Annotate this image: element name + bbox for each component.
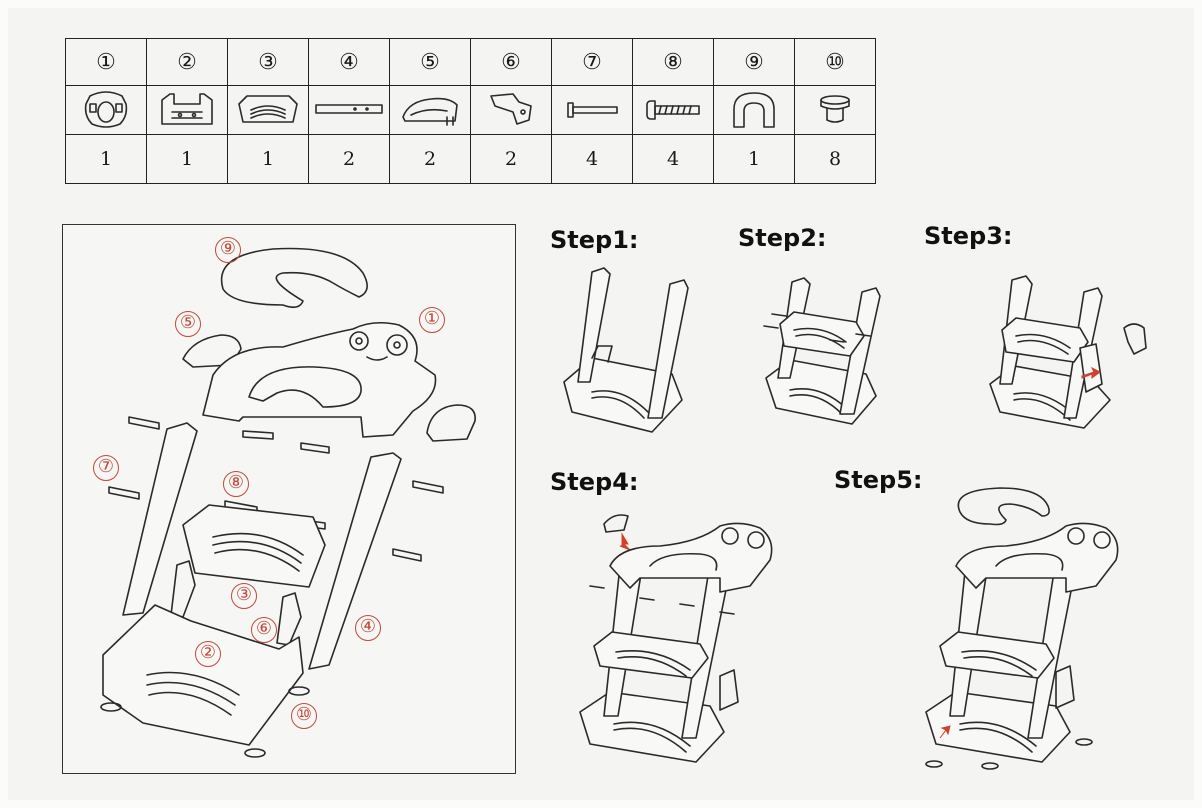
step1-title: Step1: — [550, 226, 639, 254]
seat-ring-hole — [248, 366, 362, 408]
part-number: ⑩ — [794, 38, 876, 86]
callout-8: ⑧ — [223, 471, 249, 497]
pin-part — [412, 480, 444, 494]
part-picture-row — [65, 85, 876, 135]
seat-ring-icon — [84, 91, 128, 128]
part-number: ① — [65, 38, 147, 86]
callout-3: ③ — [231, 583, 257, 609]
step-platform-icon — [238, 95, 298, 123]
screw-icon — [646, 100, 700, 120]
step1-drawing — [563, 267, 689, 433]
seat-frame-icon — [161, 93, 213, 125]
cushion-part — [220, 247, 368, 309]
exploded-drawing — [100, 247, 476, 758]
seat-frame-part — [102, 604, 304, 746]
part-quantity: 8 — [794, 134, 876, 184]
foot-pad-part — [100, 702, 122, 712]
bracket-icon — [490, 93, 532, 125]
seat-ring-part — [202, 321, 437, 438]
step5-drawing — [925, 487, 1119, 770]
pin-part — [128, 416, 160, 430]
part-number: ④ — [308, 38, 390, 86]
callout-10: ⑩ — [291, 703, 317, 729]
bracket-left-part — [170, 560, 196, 618]
part-quantity: 1 — [65, 134, 147, 184]
part-number: ③ — [227, 38, 309, 86]
foot-pad-part — [288, 686, 310, 696]
part-quantity: 2 — [389, 134, 471, 184]
step2-drawing — [763, 277, 881, 425]
step5-title: Step5: — [834, 466, 923, 494]
callout-1: ① — [419, 307, 445, 333]
callout-6: ⑥ — [251, 617, 277, 643]
part-number: ⑦ — [551, 38, 633, 86]
bracket-right-part — [276, 592, 302, 646]
armrest-cover-icon — [402, 97, 458, 126]
callout-9: ⑨ — [215, 237, 241, 263]
part-number: ② — [146, 38, 228, 86]
step4-title: Step4: — [550, 468, 639, 496]
frog-eye-right — [386, 334, 408, 356]
foot-pad-part — [244, 748, 266, 758]
screw-part — [242, 430, 274, 440]
step-platform-part — [182, 504, 326, 588]
part-quantity: 4 — [632, 134, 714, 184]
side-rail-right-part — [308, 452, 402, 670]
part-number: ⑧ — [632, 38, 714, 86]
part-quantity: 1 — [713, 134, 795, 184]
step3-drawing — [989, 275, 1147, 429]
step2-title: Step2: — [738, 224, 827, 252]
pin-part — [392, 548, 422, 562]
callout-2: ② — [195, 641, 221, 667]
quantity-row: 1 1 1 2 2 2 4 4 1 8 — [65, 134, 876, 184]
part-quantity: 1 — [227, 134, 309, 184]
part-quantity: 2 — [308, 134, 390, 184]
armrest-right-part — [426, 404, 476, 442]
part-quantity: 1 — [146, 134, 228, 184]
callout-7: ⑦ — [93, 455, 119, 481]
screw-part — [300, 442, 330, 454]
step3-title: Step3: — [924, 222, 1013, 250]
part-number-row: ① ② ③ ④ ⑤ ⑥ ⑦ ⑧ ⑨ ⑩ — [65, 38, 876, 86]
parts-table: ① ② ③ ④ ⑤ ⑥ ⑦ ⑧ ⑨ ⑩ 1 1 1 2 2 2 4 4 1 8 — [65, 38, 876, 184]
pin-part — [108, 486, 140, 500]
armrest-left-part — [182, 334, 242, 368]
foot-pad-icon — [820, 95, 850, 123]
cushion-icon — [733, 92, 775, 128]
pin-icon — [567, 102, 618, 118]
part-quantity: 4 — [551, 134, 633, 184]
part-quantity: 2 — [470, 134, 552, 184]
side-rail-left-part — [122, 422, 198, 616]
part-number: ⑥ — [470, 38, 552, 86]
callout-4: ④ — [355, 615, 381, 641]
part-number: ⑤ — [389, 38, 471, 86]
callout-5: ⑤ — [175, 311, 201, 337]
step4-drawing — [579, 514, 773, 763]
part-number: ⑨ — [713, 38, 795, 86]
side-rail-icon — [315, 104, 383, 114]
frog-eye-left — [349, 331, 369, 351]
exploded-view: ⑨ ⑤ ① ⑦ ⑧ ③ ⑥ ② ④ ⑩ — [62, 224, 516, 774]
